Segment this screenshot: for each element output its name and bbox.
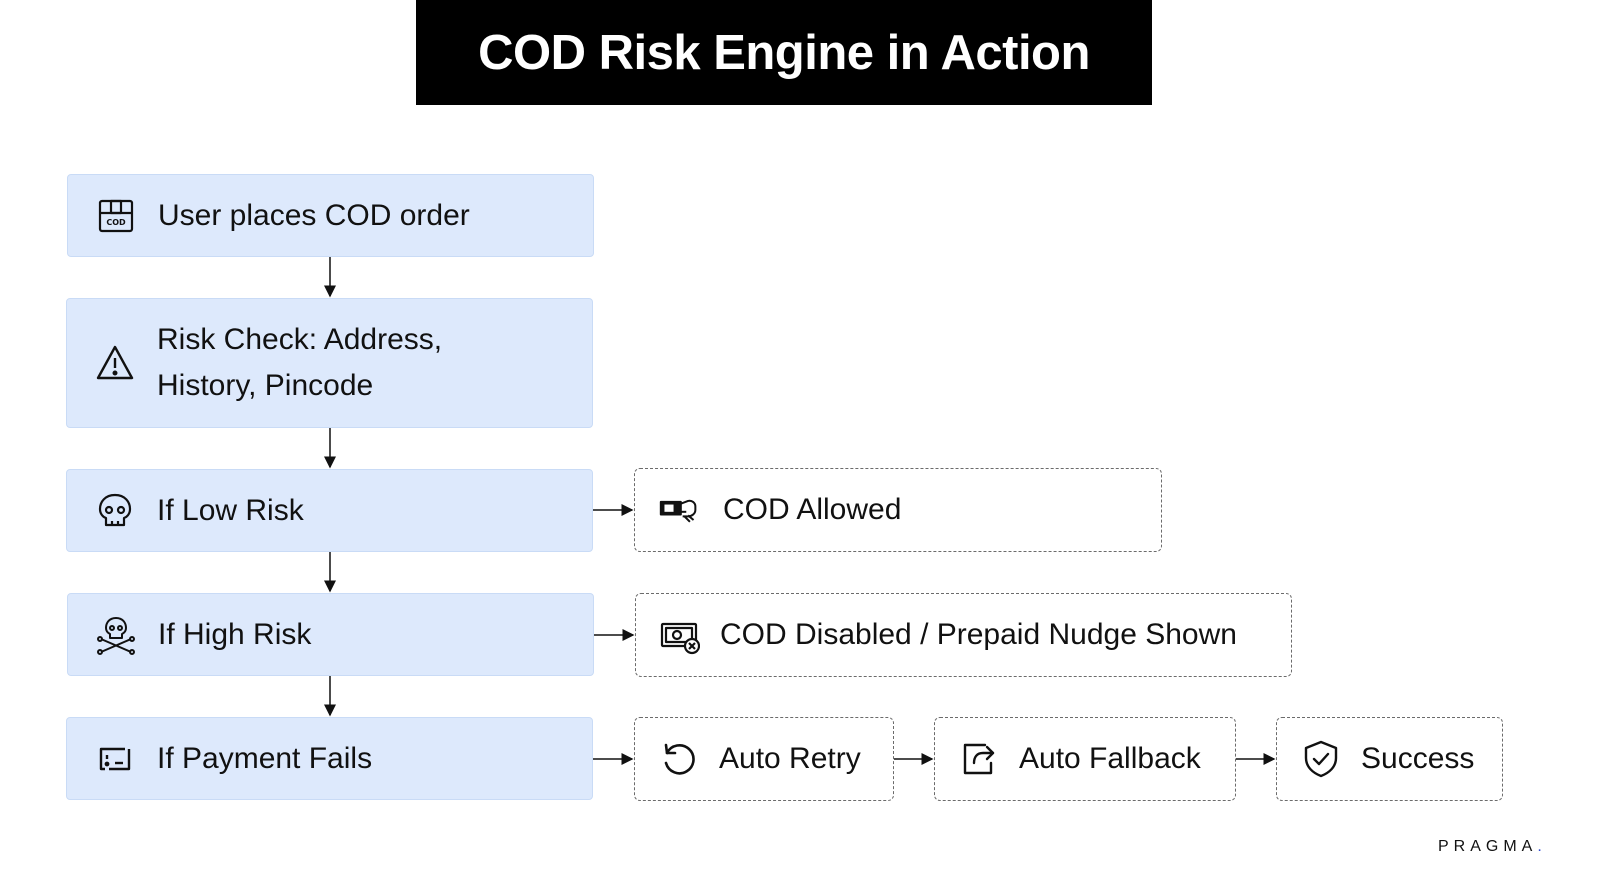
outcome-auto-fallback: Auto Fallback — [934, 717, 1236, 801]
step-label: User places COD order — [158, 198, 470, 232]
fallback-icon — [959, 739, 999, 779]
outcome-label: COD Disabled / Prepaid Nudge Shown — [720, 618, 1237, 651]
step-payment-fails: If Payment Fails — [66, 717, 593, 800]
outcome-success: Success — [1276, 717, 1503, 801]
skull-icon — [95, 491, 135, 531]
outcome-label: Auto Retry — [719, 742, 861, 775]
outcome-cod-disabled: COD Disabled / Prepaid Nudge Shown — [635, 593, 1292, 677]
svg-text:COD: COD — [106, 218, 126, 227]
step-label-line1: Risk Check: Address, — [157, 323, 443, 356]
outcome-label: Auto Fallback — [1019, 742, 1201, 775]
outcome-cod-allowed: COD Allowed — [634, 468, 1162, 552]
step-label: If High Risk — [158, 617, 312, 651]
step-label: Risk Check: Address, History, Pincode — [157, 317, 442, 409]
step-label-line2: History, Pincode — [157, 369, 374, 402]
retry-icon — [659, 739, 699, 779]
brand-dot: . — [1537, 838, 1542, 855]
step-user-places-order: COD User places COD order — [67, 174, 594, 257]
card-failed-icon — [95, 739, 135, 779]
outcome-label: Success — [1361, 742, 1475, 775]
step-high-risk: If High Risk — [67, 593, 594, 676]
brand-logo: PRAGMA. — [1438, 838, 1542, 856]
brand-name: PRAGMA — [1438, 838, 1538, 855]
cash-hand-icon — [659, 490, 703, 530]
warning-triangle-icon — [95, 343, 135, 383]
step-low-risk: If Low Risk — [66, 469, 593, 552]
page-title: COD Risk Engine in Action — [478, 25, 1090, 80]
outcome-auto-retry: Auto Retry — [634, 717, 894, 801]
step-label: If Low Risk — [157, 493, 304, 527]
outcome-label: COD Allowed — [723, 493, 902, 526]
skull-crossbones-icon — [96, 615, 136, 655]
cod-box-icon: COD — [96, 196, 136, 236]
cash-disabled-icon — [660, 615, 700, 655]
shield-check-icon — [1301, 739, 1341, 779]
step-risk-check: Risk Check: Address, History, Pincode — [66, 298, 593, 428]
step-label: If Payment Fails — [157, 741, 373, 775]
title-banner: COD Risk Engine in Action — [416, 0, 1152, 105]
